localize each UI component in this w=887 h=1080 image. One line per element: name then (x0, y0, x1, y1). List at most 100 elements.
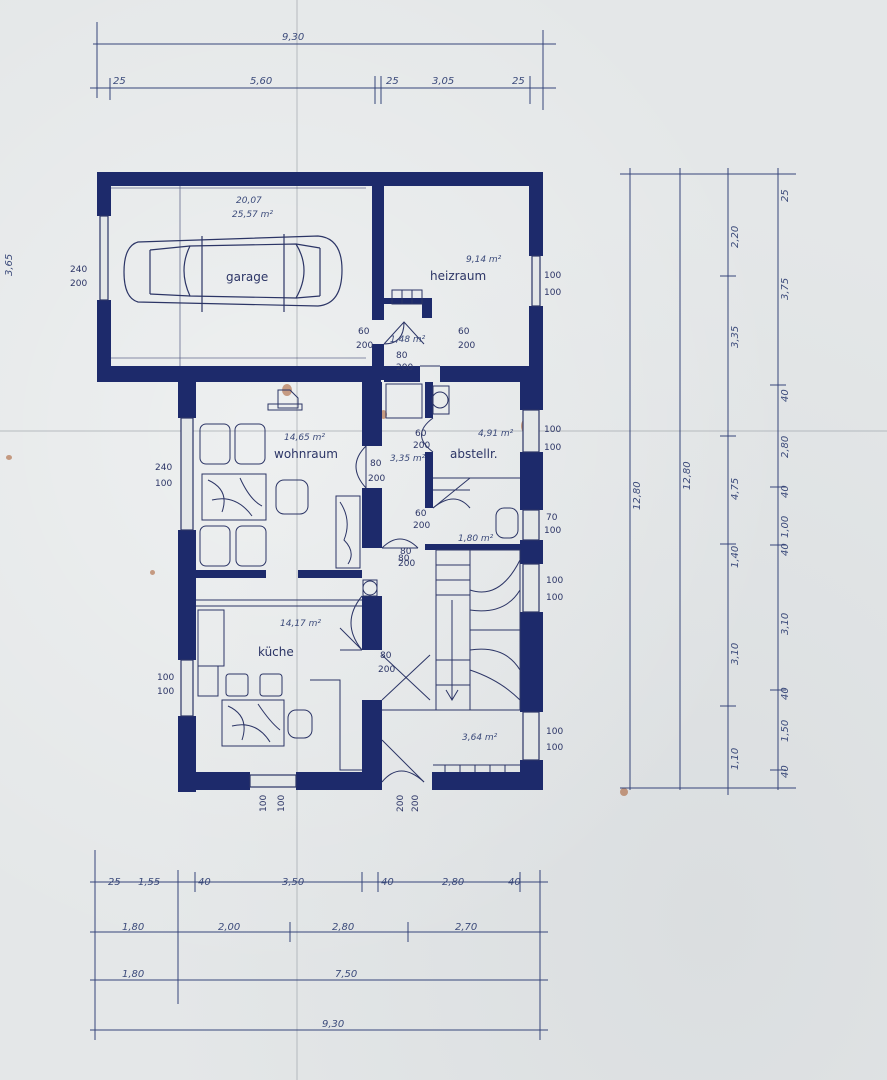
room-garage-area-b: 25,57 m² (232, 210, 273, 220)
dim-right-inner-1: 25 (780, 189, 791, 202)
stain (380, 410, 387, 419)
heiz-door-b-h: 200 (396, 363, 413, 373)
abst-door-w: 60 (415, 429, 427, 439)
room-vestibule-area: 1,48 m² (390, 335, 426, 345)
room-kueche-label: küche (258, 645, 294, 659)
dim-top-4: 3,05 (432, 76, 454, 87)
opening-labels: 240 200 100 100 60 200 60 200 80 200 240… (70, 265, 563, 812)
dim-right-inner-11: 40 (780, 765, 791, 778)
entry-door-h: 200 (411, 795, 421, 812)
dim-right-inner-6: 1,00 (780, 516, 791, 538)
dim-right-mid-3: 4,75 (730, 478, 741, 500)
dim-bottom-r2-1: 1,80 (122, 922, 144, 933)
room-abstellr-area: 4,91 m² (478, 429, 514, 439)
dim-top-total: 9,30 (282, 32, 304, 43)
walls (97, 172, 543, 792)
heiz-door-b-w: 80 (396, 351, 408, 361)
doors (339, 321, 471, 783)
dim-left-edge: 3,65 (4, 254, 15, 276)
dim-right-inner-4: 2,80 (780, 436, 791, 458)
dim-right-mid-1: 2,20 (730, 226, 741, 248)
dim-right-inner-10: 1,50 (780, 720, 791, 742)
room-garage-label: garage (226, 270, 268, 284)
heiz-door-l-w: 60 (358, 327, 370, 337)
garage-guides (111, 186, 366, 366)
abst-window-h: 100 (544, 443, 561, 453)
heiz-window-w: 100 (544, 271, 561, 281)
kueche-window-b-h: 100 (277, 795, 287, 812)
bottom-dimension-lines (90, 850, 548, 1040)
abst-door2-h: 200 (413, 521, 430, 531)
flur-window-w: 100 (546, 727, 563, 737)
dim-right-outer2: 12,80 (682, 461, 693, 490)
room-landing-area: 1,80 m² (458, 534, 494, 544)
hall-lines (196, 599, 520, 772)
kueche-window-l-w: 100 (157, 673, 174, 683)
heiz-door-r-h: 200 (458, 341, 475, 351)
dim-bottom-r2-2: 2,00 (218, 922, 240, 933)
wohn-door-h: 200 (368, 474, 385, 484)
dim-bottom-r1-3: 40 (198, 877, 211, 888)
heiz-window-h: 100 (544, 288, 561, 298)
heiz-door-r-w: 60 (458, 327, 470, 337)
dim-bottom-r2-3: 2,80 (332, 922, 354, 933)
flur-window-h: 100 (546, 743, 563, 753)
fold-line-vertical (296, 0, 298, 1080)
top-dimension-lines (90, 22, 556, 110)
stair-door-w: 80 (400, 547, 412, 557)
room-flur-area: 3,64 m² (462, 733, 498, 743)
fold-line-horizontal (0, 430, 887, 432)
room-wohnraum-area: 14,65 m² (284, 433, 325, 443)
wohn-window-w: 240 (155, 463, 172, 473)
dim-bottom-r1-1: 25 (108, 877, 121, 888)
kueche-window-b-w: 100 (259, 795, 269, 812)
room-heizraum-label: heizraum (430, 269, 486, 283)
stair-window-w: 100 (546, 576, 563, 586)
room-garage-area-a: 20,07 (236, 196, 262, 206)
entry-door-w: 200 (396, 795, 406, 812)
dim-right-inner-7: 40 (780, 543, 791, 556)
wc-window-w: 70 (546, 513, 558, 523)
stain (150, 570, 155, 575)
dim-right-inner-9: 40 (780, 687, 791, 700)
room-wohn-small-area: 3,35 m² (390, 454, 426, 464)
garage-window-w: 240 (70, 265, 87, 275)
dim-bottom-r3-2: 7,50 (335, 969, 357, 980)
kueche-window-l-h: 100 (157, 687, 174, 697)
dim-top-5: 25 (512, 76, 525, 87)
staircase (435, 549, 521, 711)
right-dimension-lines (620, 168, 796, 795)
room-wohnraum-label: wohnraum (274, 447, 338, 461)
dim-right-inner-8: 3,10 (780, 613, 791, 635)
dim-right-inner-5: 40 (780, 485, 791, 498)
room-kueche-area: 14,17 m² (280, 619, 321, 629)
dim-right-mid-6: 1,10 (730, 748, 741, 770)
windows (99, 215, 541, 788)
dim-right-mid-5: 3,10 (730, 643, 741, 665)
dim-bottom-r1-2: 1,55 (138, 877, 160, 888)
dim-right-mid-2: 3,35 (730, 326, 741, 348)
bottom-dimension-labels: 25 1,55 40 3,50 40 2,80 40 1,80 2,00 2,8… (108, 877, 521, 1030)
stair-window-h: 100 (546, 593, 563, 603)
car-icon (123, 234, 343, 312)
dim-top-1: 25 (113, 76, 126, 87)
room-abstellr-label: abstellr. (450, 447, 498, 461)
kueche-door-h: 200 (378, 665, 395, 675)
dim-bottom-r1-4: 3,50 (282, 877, 304, 888)
living-furniture (199, 389, 361, 569)
kueche-door-w: 80 (380, 651, 392, 661)
dim-right-inner-2: 3,75 (780, 278, 791, 300)
room-heizraum-area: 9,14 m² (466, 255, 502, 265)
abst-window-w: 100 (544, 425, 561, 435)
dim-bottom-r1-7: 40 (508, 877, 521, 888)
dim-bottom-total: 9,30 (322, 1019, 344, 1030)
room-labels: garage 20,07 25,57 m² heizraum 9,14 m² 1… (226, 196, 514, 743)
heiz-door-l-h: 200 (356, 341, 373, 351)
dim-bottom-r1-6: 2,80 (442, 877, 464, 888)
dim-top-2: 5,60 (250, 76, 272, 87)
right-dimension-labels: 12,80 12,80 2,20 3,35 4,75 1,40 3,10 1,1… (4, 189, 791, 778)
stair-door-h: 200 (398, 559, 415, 569)
abst-door2-w: 60 (415, 509, 427, 519)
kitchen-furniture (197, 609, 362, 771)
dim-right-inner-3: 40 (780, 389, 791, 402)
